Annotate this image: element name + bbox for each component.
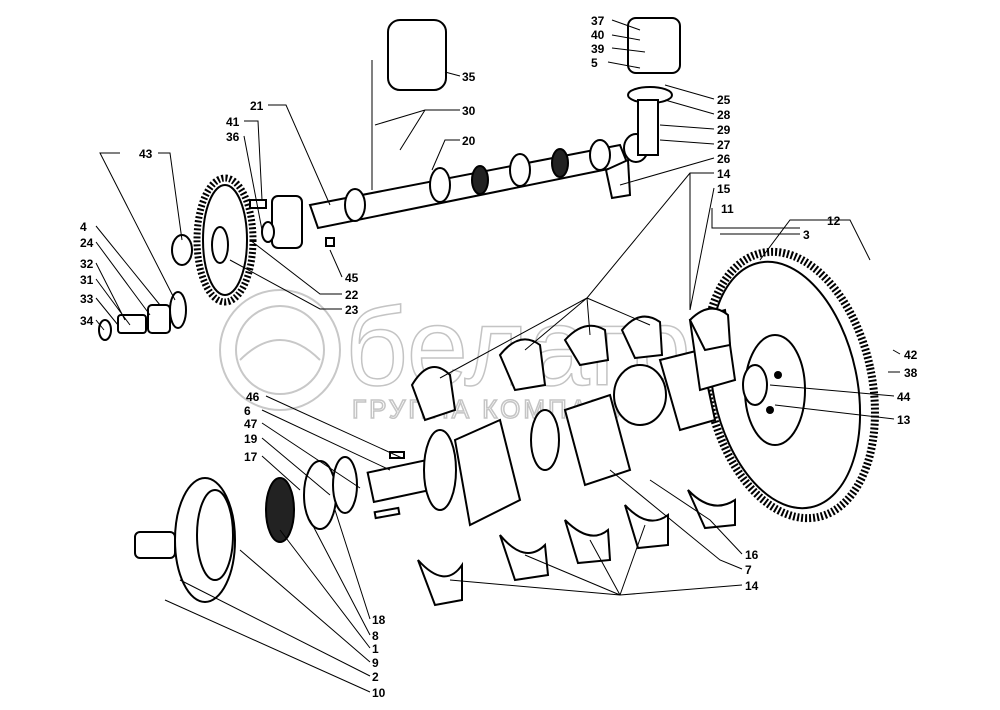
callout-9: 9 xyxy=(372,656,379,670)
callout-16: 16 xyxy=(745,548,759,562)
callout-33: 33 xyxy=(80,292,94,306)
callout-39: 39 xyxy=(591,42,605,56)
callout-31: 31 xyxy=(80,273,94,287)
callout-45: 45 xyxy=(345,271,359,285)
flywheel xyxy=(701,247,879,523)
callout-43: 43 xyxy=(139,147,153,161)
camshaft-gear xyxy=(98,174,335,341)
camshaft xyxy=(308,133,649,230)
callout-14-top: 14 xyxy=(717,167,731,181)
callout-32: 32 xyxy=(80,257,94,271)
callout-37: 37 xyxy=(591,14,605,28)
callout-7: 7 xyxy=(745,563,752,577)
callout-18: 18 xyxy=(372,613,386,627)
distributor-drive xyxy=(604,17,681,200)
callout-14-bottom: 14 xyxy=(745,579,759,593)
callout-22: 22 xyxy=(345,288,359,302)
callout-17: 17 xyxy=(244,450,258,464)
callout-10: 10 xyxy=(372,686,386,700)
callout-12: 12 xyxy=(827,214,841,228)
callout-20: 20 xyxy=(462,134,476,148)
callout-labels: 37 40 39 5 35 25 28 29 27 26 14 15 11 12… xyxy=(80,14,918,700)
callout-2: 2 xyxy=(372,670,379,684)
callout-42: 42 xyxy=(904,348,918,362)
callout-34: 34 xyxy=(80,314,94,328)
callout-25: 25 xyxy=(717,93,731,107)
callout-11: 11 xyxy=(721,202,734,216)
callout-1: 1 xyxy=(372,642,379,656)
callout-13: 13 xyxy=(897,413,911,427)
callout-26: 26 xyxy=(717,152,731,166)
callout-27: 27 xyxy=(717,138,731,152)
leader-lines xyxy=(95,19,901,693)
crankshaft xyxy=(366,308,768,527)
callout-47: 47 xyxy=(244,417,258,431)
callout-46: 46 xyxy=(246,390,260,404)
callout-23: 23 xyxy=(345,303,359,317)
callout-5: 5 xyxy=(591,56,598,70)
callout-29: 29 xyxy=(717,123,731,137)
lower-bearing-shells xyxy=(417,489,736,607)
callout-41: 41 xyxy=(226,115,240,129)
callout-8: 8 xyxy=(372,629,379,643)
callout-3: 3 xyxy=(803,228,810,242)
callout-44: 44 xyxy=(897,390,911,404)
upper-bearing-shells xyxy=(410,307,732,422)
callout-40: 40 xyxy=(591,28,605,42)
fuel-pump xyxy=(371,19,447,190)
callout-15: 15 xyxy=(717,182,731,196)
callout-36: 36 xyxy=(226,130,240,144)
callout-28: 28 xyxy=(717,108,731,122)
callout-24: 24 xyxy=(80,236,94,250)
callout-30: 30 xyxy=(462,104,476,118)
callout-6: 6 xyxy=(244,404,251,418)
callout-19: 19 xyxy=(244,432,258,446)
callout-35: 35 xyxy=(462,70,476,84)
callout-21: 21 xyxy=(250,99,264,113)
callout-4: 4 xyxy=(80,220,87,234)
crankshaft-pulley xyxy=(134,451,405,603)
callout-38: 38 xyxy=(904,366,918,380)
